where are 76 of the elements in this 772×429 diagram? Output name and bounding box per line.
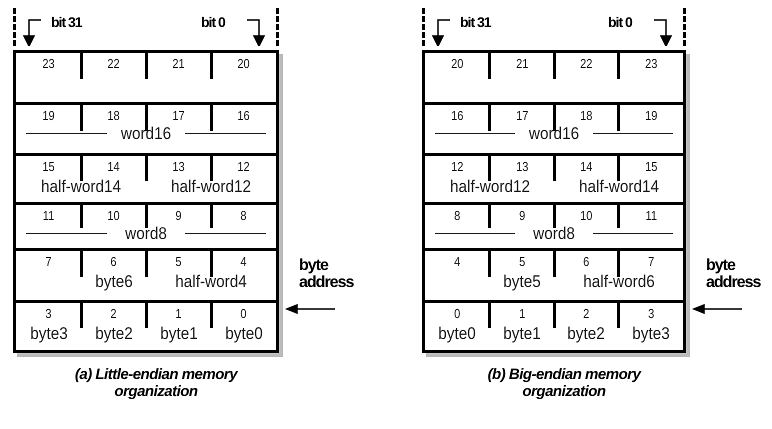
bit-label: bit 31 [51, 14, 82, 30]
byte-number: 13 [514, 160, 529, 174]
field-label: half-word12 [171, 178, 251, 196]
byte-number: 18 [579, 109, 594, 123]
byte-number: 3 [44, 307, 53, 321]
byte-number: 18 [106, 109, 121, 123]
byte-number: 16 [236, 109, 251, 123]
field-label: byte3 [632, 325, 670, 343]
byte-number: 22 [579, 57, 594, 71]
field-label: half-word14 [578, 178, 658, 196]
field-label: byte2 [568, 325, 605, 343]
field-label: half-word4 [175, 273, 247, 291]
field-label: word16 [120, 125, 172, 143]
byte-number: 22 [106, 57, 121, 71]
byte-number: 8 [239, 209, 248, 223]
byte-number: 21 [514, 57, 529, 71]
byte-number: 11 [644, 209, 658, 223]
byte-number: 9 [518, 209, 526, 223]
byte-number: 0 [239, 307, 248, 321]
byte-number: 15 [41, 160, 56, 174]
byte-number: 7 [44, 255, 53, 269]
field-label: byte5 [503, 273, 540, 291]
byte-number: 14 [579, 160, 594, 174]
byte-number: 6 [582, 255, 590, 269]
byte-number: 8 [453, 209, 462, 223]
figure-caption: (b) Big-endian memory organization [486, 366, 642, 400]
field-label: half-word6 [582, 273, 654, 291]
field-label: byte1 [503, 325, 540, 343]
bit-label: bit 31 [460, 14, 491, 30]
byte-number: 7 [646, 255, 655, 269]
byte-number: 3 [646, 307, 655, 321]
byte-number: 9 [174, 209, 183, 223]
field-label: byte1 [160, 325, 198, 343]
byte-number: 14 [106, 160, 121, 174]
byte-number: 19 [644, 109, 658, 123]
byte-number: 21 [171, 57, 186, 71]
byte-number: 2 [109, 307, 118, 321]
byte-number: 10 [579, 209, 594, 223]
byte-number: 23 [41, 57, 56, 71]
byte-number: 12 [236, 160, 251, 174]
field-label: word8 [533, 225, 575, 243]
field-label: word8 [125, 225, 167, 243]
byte-number: 5 [518, 255, 526, 269]
byte-number: 15 [644, 160, 658, 174]
field-label: half-word12 [450, 178, 530, 196]
byte-number: 6 [109, 255, 118, 269]
byte-number: 19 [41, 109, 56, 123]
byte-number: 2 [582, 307, 590, 321]
byte-number: 4 [239, 255, 248, 269]
bit-label: bit 0 [608, 14, 632, 30]
figure-caption: (a) Little-endian memory organization [74, 366, 240, 400]
pointer-label: byte address [299, 257, 355, 291]
byte-number: 20 [450, 57, 464, 71]
field-label: byte6 [94, 273, 132, 291]
bit-label: bit 0 [201, 14, 225, 30]
byte-number: 1 [518, 307, 526, 321]
byte-number: 23 [644, 57, 658, 71]
byte-number: 5 [174, 255, 183, 269]
field-label: byte0 [438, 325, 476, 343]
byte-number: 12 [450, 160, 464, 174]
byte-number: 11 [42, 209, 56, 223]
byte-number: 1 [174, 307, 183, 321]
byte-number: 13 [171, 160, 186, 174]
field-label: byte3 [30, 325, 68, 343]
field-label: half-word14 [41, 178, 121, 196]
byte-number: 10 [106, 209, 121, 223]
byte-number: 4 [453, 255, 462, 269]
byte-number: 16 [450, 109, 464, 123]
pointer-label: byte address [706, 257, 762, 291]
byte-number: 17 [514, 109, 529, 123]
byte-number: 0 [453, 307, 462, 321]
field-label: byte0 [224, 325, 262, 343]
field-label: byte2 [94, 325, 132, 343]
byte-number: 20 [236, 57, 251, 71]
byte-number: 17 [171, 109, 186, 123]
field-label: word16 [528, 125, 580, 143]
